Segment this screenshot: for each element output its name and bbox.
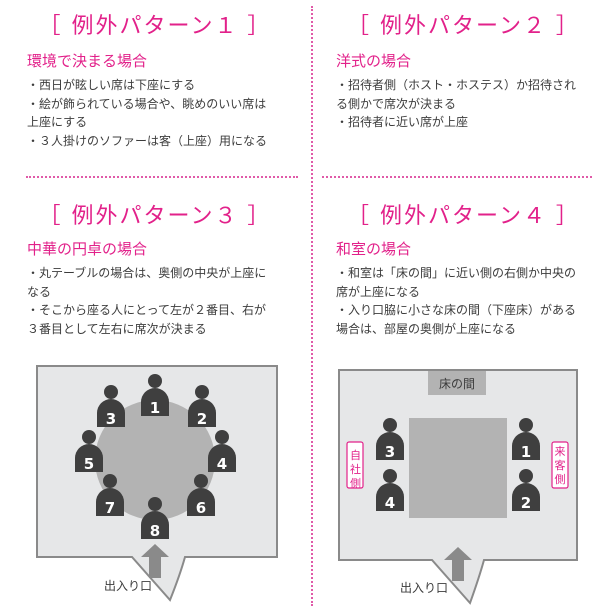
seat-1: 1: [512, 418, 540, 461]
seat-8: 8: [141, 497, 169, 540]
host-side-label: 自社側: [349, 449, 362, 488]
seat-3: 3: [376, 418, 404, 461]
body-line: ・入り口脇に小さな床の間（下座床）がある: [336, 303, 577, 317]
panel-body: ・招待者側（ホスト・ホステス）か招待され る側かで席次が決まる ・招待者に近い席…: [336, 76, 576, 132]
body-line: ・西日が眩しい席は下座にする: [27, 78, 196, 92]
body-line: 場合は、部屋の奥側が上座になる: [336, 321, 517, 336]
horizontal-divider-left: [26, 176, 298, 178]
entrance-label: 出入り口: [104, 579, 152, 593]
panel-subtitle: 洋式の場合: [336, 52, 412, 70]
body-line: ・丸テーブルの場合は、奥側の中央が上座に: [27, 266, 267, 280]
exception-pattern-2: ［ 例外パターン２ ］ 洋式の場合 ・招待者側（ホスト・ホステス）か招待され る…: [312, 0, 615, 175]
body-line: ・そこから座る人にとって左が２番目、右が: [27, 303, 267, 317]
seat-4: 4: [376, 469, 404, 512]
svg-text:3: 3: [385, 443, 395, 461]
round-table: [95, 400, 215, 520]
seat-1: 1: [141, 374, 169, 417]
svg-text:5: 5: [84, 455, 94, 473]
panel-subtitle: 和室の場合: [336, 240, 412, 258]
exception-pattern-1: ［ 例外パターン１ ］ 環境で決まる場合 ・西日が眩しい席は下座にする ・絵が飾…: [0, 0, 310, 175]
body-line: なる: [27, 284, 52, 299]
seat-6: 6: [187, 474, 215, 517]
panel-subtitle: 環境で決まる場合: [27, 52, 148, 70]
svg-text:6: 6: [196, 499, 206, 517]
panel-title: ［ 例外パターン２ ］: [347, 14, 580, 39]
body-line: 席が上座になる: [336, 284, 421, 299]
body-line: 上座にする: [27, 115, 88, 129]
panel-title: ［ 例外パターン１ ］: [38, 14, 272, 39]
panel-title: ［ 例外パターン３ ］: [38, 204, 272, 229]
svg-text:1: 1: [150, 399, 160, 417]
body-line: ・招待者側（ホスト・ホステス）か招待され: [336, 78, 577, 92]
panel-subtitle: 中華の円卓の場合: [27, 240, 148, 258]
round-table-diagram: 1 2 3 4 5 6 7 8 出入り口: [36, 365, 278, 602]
seat-7: 7: [96, 474, 124, 517]
body-line: ・和室は「床の間」に近い側の右側か中央の: [336, 266, 577, 280]
entrance-arrow-icon: [444, 547, 472, 581]
entrance-arrow-icon: [141, 544, 169, 578]
japanese-room-diagram: 床の間 1 2 3 4 自社側 来客側 出入り口: [338, 369, 578, 605]
panel-body: ・西日が眩しい席は下座にする ・絵が飾られている場合や、眺めのいい席は 上座にす…: [27, 76, 267, 150]
seat-4: 4: [208, 430, 236, 473]
body-line: ・３人掛けのソファーは客（上座）用になる: [27, 133, 268, 148]
tokonoma-label: 床の間: [439, 377, 475, 391]
host-side-box: [346, 441, 364, 489]
svg-text:3: 3: [106, 410, 116, 428]
panel-body: ・和室は「床の間」に近い側の右側か中央の 席が上座になる ・入り口脇に小さな床の…: [336, 264, 576, 338]
entrance-label: 出入り口: [400, 581, 448, 595]
panel-body: ・丸テーブルの場合は、奥側の中央が上座に なる ・そこから座る人にとって左が２番…: [27, 264, 266, 338]
vertical-divider: [311, 6, 313, 606]
svg-text:7: 7: [105, 499, 115, 517]
panel-title: ［ 例外パターン４ ］: [347, 204, 580, 229]
body-line: ３番目として左右に席次が決まる: [27, 321, 207, 336]
low-table: [409, 418, 507, 518]
svg-text:1: 1: [521, 443, 531, 461]
seat-2: 2: [512, 469, 540, 512]
seat-2: 2: [188, 385, 216, 428]
svg-text:4: 4: [385, 494, 395, 512]
seat-3: 3: [97, 385, 125, 428]
guest-side-label: 来客側: [555, 445, 566, 486]
guest-side-box: [551, 441, 569, 489]
exception-pattern-4: ［ 例外パターン４ ］ 和室の場合 ・和室は「床の間」に近い側の右側か中央の 席…: [312, 180, 615, 350]
body-line: ・招待者に近い席が上座: [336, 115, 469, 129]
svg-text:2: 2: [197, 410, 207, 428]
svg-text:2: 2: [521, 494, 531, 512]
svg-text:4: 4: [217, 455, 227, 473]
horizontal-divider-right: [322, 176, 592, 178]
seat-5: 5: [75, 430, 103, 473]
exception-pattern-3: ［ 例外パターン３ ］ 中華の円卓の場合 ・丸テーブルの場合は、奥側の中央が上座…: [0, 180, 310, 350]
tokonoma-box: [428, 371, 486, 395]
body-line: ・絵が飾られている場合や、眺めのいい席は: [27, 96, 267, 111]
svg-text:8: 8: [150, 522, 160, 540]
body-line: る側かで席次が決まる: [336, 96, 457, 111]
